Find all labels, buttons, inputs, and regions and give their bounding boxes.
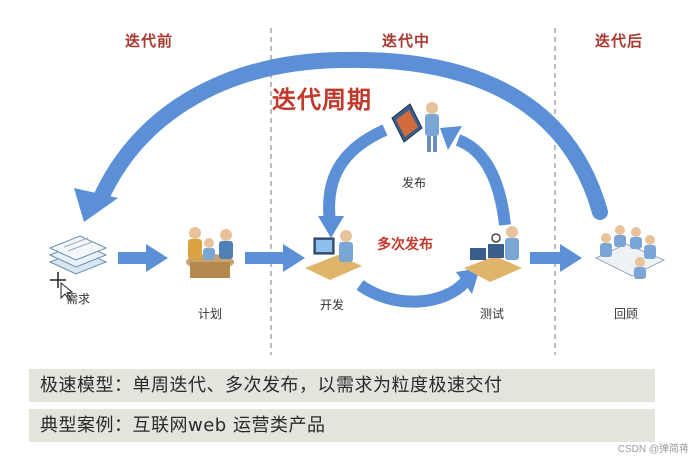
developer-icon (305, 230, 362, 280)
phase-label-during: 迭代中 (382, 32, 431, 50)
step-label-release: 发布 (401, 176, 426, 190)
step-label-plan: 计划 (197, 307, 222, 321)
step-label-review: 回顾 (613, 307, 638, 321)
arrow-test-to-release-head (440, 126, 462, 150)
watermark: CSDN @弹简蒋 (617, 444, 689, 455)
move-cursor-icon (50, 272, 74, 301)
presenter-icon (391, 102, 439, 152)
meeting-people-icon (186, 227, 234, 278)
info-speed-model: 极速模型：单周迭代、多次发布，以需求为粒度极速交付 (29, 369, 655, 402)
tester-icon (464, 226, 522, 282)
step-label-requirements: 需求 (65, 292, 90, 306)
step-label-test: 测试 (479, 307, 504, 321)
arrow-develop-to-test (356, 277, 470, 308)
iteration-cycle-title: 迭代周期 (272, 86, 372, 114)
info-typical-case: 典型案例：互联网web 运营类产品 (29, 409, 655, 442)
arrow-test-to-review (530, 244, 582, 272)
review-meeting-icon (594, 225, 666, 279)
documents-icon (48, 235, 108, 275)
arrow-requirements-to-plan (118, 244, 168, 272)
arrow-release-to-develop (323, 124, 388, 223)
phase-label-before: 迭代前 (125, 32, 174, 50)
phase-label-after: 迭代后 (595, 32, 644, 50)
multi-release-label: 多次发布 (377, 237, 433, 253)
arrow-release-to-develop-head (318, 216, 344, 238)
iteration-cycle-arrowhead (74, 188, 118, 222)
arrow-develop-to-test-head (456, 268, 480, 294)
iteration-cycle-arrow (92, 51, 608, 220)
arrow-plan-to-develop (245, 244, 305, 272)
step-label-develop: 开发 (319, 298, 344, 312)
arrow-test-to-release (455, 134, 511, 226)
